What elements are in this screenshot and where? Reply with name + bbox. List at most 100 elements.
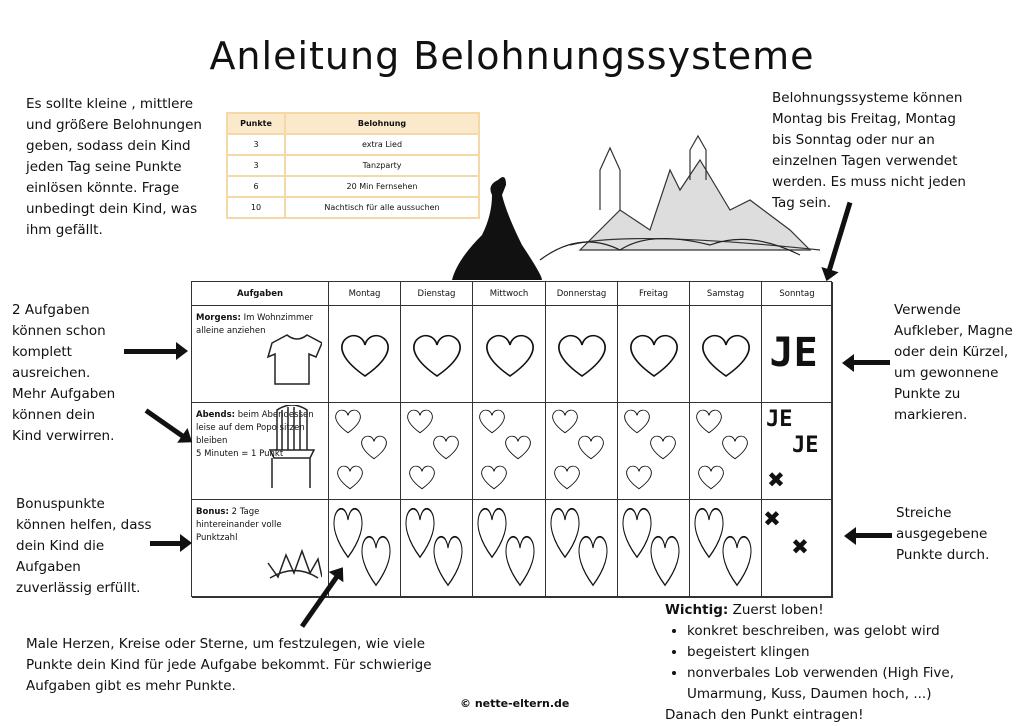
heart-icon xyxy=(505,535,535,587)
reward-header-points: Punkte xyxy=(226,112,286,135)
cross-mark-icon: ✖ xyxy=(768,463,785,496)
heart-icon xyxy=(578,435,604,460)
day-cell[interactable] xyxy=(401,500,473,598)
note-stickers: Verwende Aufkleber, Magne oder dein Kürz… xyxy=(894,302,1013,423)
praise-item: begeistert klingen xyxy=(687,642,1024,663)
note-bonus: Bonuspunkte können helfen, dass dein Kin… xyxy=(16,496,152,596)
heart-icon xyxy=(407,409,433,434)
arrow-icon xyxy=(144,408,191,443)
heart-icon xyxy=(550,507,580,559)
heart-icon xyxy=(361,535,391,587)
arrow-icon xyxy=(846,360,890,365)
day-cell[interactable] xyxy=(329,500,401,598)
princess-silhouette xyxy=(452,176,542,280)
initials-mark: JE xyxy=(769,329,818,376)
day-cell[interactable]: ✖✖ xyxy=(762,500,833,598)
column-header: Samstag xyxy=(690,282,762,306)
chair-icon xyxy=(268,405,316,488)
column-header: Freitag xyxy=(618,282,690,306)
task-cell: Bonus: 2 Tage hintereinander volle Punkt… xyxy=(192,500,329,598)
day-cell[interactable] xyxy=(546,403,618,500)
heart-icon xyxy=(433,535,463,587)
footer-copyright: © nette-eltern.de xyxy=(460,697,570,710)
heart-icon xyxy=(333,507,363,559)
heart-icon xyxy=(558,334,606,377)
cross-mark-icon: ✖ xyxy=(792,530,809,563)
day-cell[interactable] xyxy=(690,306,762,403)
wichtig-label: Wichtig: xyxy=(665,602,729,618)
reward-header-reward: Belohnung xyxy=(284,112,480,135)
heart-icon xyxy=(552,409,578,434)
heart-icon xyxy=(698,465,724,490)
column-header: Montag xyxy=(329,282,401,306)
princess-castle-illustration xyxy=(452,134,821,280)
heart-icon xyxy=(505,435,531,460)
praise-item: konkret beschreiben, was gelobt wird xyxy=(687,621,1024,642)
heart-icon xyxy=(626,465,652,490)
note-strike: Streiche ausgegebene Punkte durch. xyxy=(896,505,990,563)
initials-mark: JE xyxy=(766,407,793,432)
column-header: Aufgaben xyxy=(192,282,329,306)
heart-icon xyxy=(361,435,387,460)
praise-item: nonverbales Lob verwenden (High Five, Um… xyxy=(687,663,1024,705)
heart-icon xyxy=(405,507,435,559)
note-hearts: Male Herzen, Kreise oder Sterne, um fest… xyxy=(26,636,432,694)
day-cell[interactable] xyxy=(473,500,546,598)
heart-icon xyxy=(630,334,678,377)
day-cell[interactable] xyxy=(546,306,618,403)
day-cell[interactable]: JE xyxy=(762,306,833,403)
heart-icon xyxy=(413,334,461,377)
page-title: Anleitung Belohnungssysteme xyxy=(209,34,815,78)
task-label: Bonus: xyxy=(196,507,229,517)
arrow-icon xyxy=(150,534,192,552)
tshirt-icon xyxy=(266,334,322,385)
day-cell[interactable] xyxy=(618,500,690,598)
cross-mark-icon: ✖ xyxy=(764,502,781,535)
heart-icon xyxy=(409,465,435,490)
day-cell[interactable] xyxy=(329,403,401,500)
heart-icon xyxy=(485,334,534,377)
task-cell: Abends: beim Abendessen leise auf dem Po… xyxy=(192,403,329,500)
day-cell[interactable] xyxy=(329,306,401,403)
initials-mark: JE xyxy=(792,433,819,458)
day-cell[interactable] xyxy=(473,306,546,403)
heart-icon xyxy=(694,507,724,559)
day-cell[interactable] xyxy=(473,403,546,500)
heart-icon xyxy=(479,409,505,434)
heart-icon xyxy=(624,409,650,434)
day-cell[interactable] xyxy=(401,403,473,500)
heart-icon xyxy=(622,507,652,559)
praise-after: Danach den Punkt eintragen! xyxy=(665,707,864,723)
praise-instructions: Wichtig: Zuerst loben! konkret beschreib… xyxy=(665,600,1024,726)
castle-icon xyxy=(539,134,821,261)
day-cell[interactable] xyxy=(690,500,762,598)
arrow-icon xyxy=(848,533,892,538)
heart-icon xyxy=(554,465,580,490)
crown-icon xyxy=(267,548,322,579)
task-text: Im Wohnzimmer alleine anziehen xyxy=(196,313,314,336)
day-cell[interactable] xyxy=(618,403,690,500)
column-header: Mittwoch xyxy=(473,282,546,306)
day-cell[interactable] xyxy=(690,403,762,500)
heart-icon xyxy=(650,435,676,460)
day-cell[interactable] xyxy=(546,500,618,598)
heart-icon xyxy=(722,435,748,460)
heart-icon xyxy=(433,435,459,460)
column-header: Sonntag xyxy=(762,282,833,306)
task-cell: Morgens: Im Wohnzimmer alleine anziehen xyxy=(192,306,329,403)
note-days: Belohnungssysteme können Montag bis Frei… xyxy=(772,90,966,211)
heart-icon xyxy=(696,409,722,434)
heart-icon xyxy=(477,507,507,559)
day-cell[interactable] xyxy=(401,306,473,403)
task-text: 2 Tage hintereinander volle Punktzahl xyxy=(196,507,282,543)
column-header: Dienstag xyxy=(401,282,473,306)
note-rewards: Es sollte kleine , mittlere und größere … xyxy=(26,96,202,238)
note-tasks: 2 Aufgaben können schon komplett ausreic… xyxy=(12,302,116,444)
day-cell[interactable] xyxy=(618,306,690,403)
heart-icon xyxy=(337,465,363,490)
